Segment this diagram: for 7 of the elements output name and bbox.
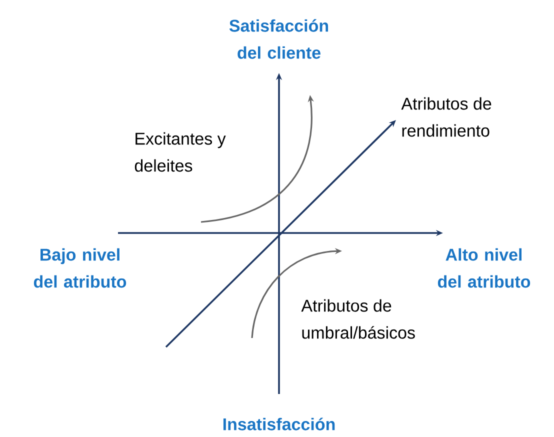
curve-label: Atributos de rendimiento [401, 97, 492, 137]
curve-label: Excitantes y deleites [134, 132, 226, 172]
axis-label: Satisfacción del cliente [229, 19, 328, 59]
curve-label: Atributos de umbral/básicos [301, 299, 415, 339]
axis-label: Bajo nivel del atributo [34, 248, 126, 288]
axis-label: Insatisfacción [223, 418, 335, 430]
axis-label: Alto nivel del atributo [438, 248, 530, 288]
